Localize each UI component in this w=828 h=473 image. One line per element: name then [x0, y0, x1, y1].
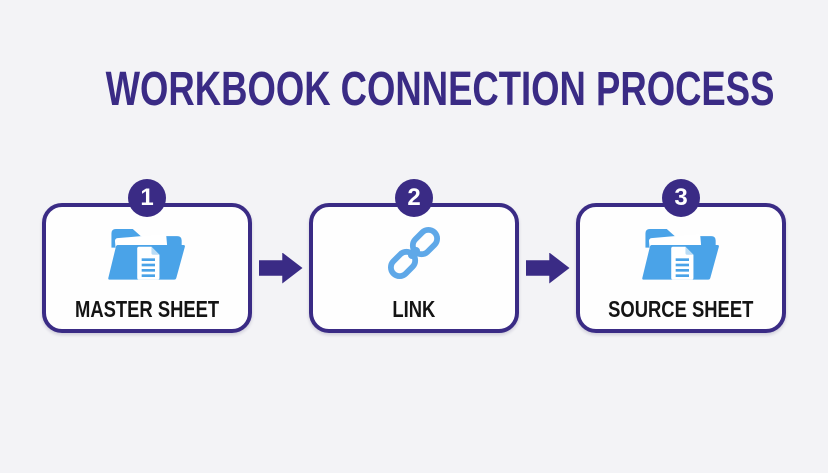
step-3-label: SOURCE SHEET	[590, 296, 771, 323]
step-2-number-badge: 2	[395, 179, 433, 217]
step-1-number: 1	[140, 184, 154, 211]
page-title: WORKBOOK CONNECTION PROCESS	[0, 62, 828, 117]
folder-document-icon	[104, 221, 190, 285]
step-1-label-text: MASTER SHEET	[74, 296, 220, 322]
arrow-slot-1	[252, 203, 309, 333]
step-3-label-text: SOURCE SHEET	[608, 296, 754, 322]
step-2-number: 2	[407, 184, 421, 211]
folder-document-icon	[638, 221, 724, 285]
right-arrow-icon	[258, 252, 303, 284]
step-card-link: 2 LINK	[309, 179, 519, 333]
right-arrow-icon	[525, 252, 570, 284]
arrow-slot-2	[519, 203, 576, 333]
step-1-number-badge: 1	[128, 179, 166, 217]
page-title-text: WORKBOOK CONNECTION PROCESS	[105, 63, 775, 116]
step-card-source-sheet: 3 SOURCE SHEET	[576, 179, 786, 333]
step-card-master-sheet: 1 MASTER SHEET	[42, 179, 252, 333]
step-1-label: MASTER SHEET	[57, 296, 237, 323]
process-row: 1 MASTER SHEET 2	[0, 179, 828, 333]
step-3-number-badge: 3	[662, 179, 700, 217]
step-2-label: LINK	[387, 296, 441, 323]
step-3-number: 3	[674, 184, 688, 211]
chain-link-icon	[383, 221, 445, 285]
step-2-label-text: LINK	[392, 296, 436, 322]
